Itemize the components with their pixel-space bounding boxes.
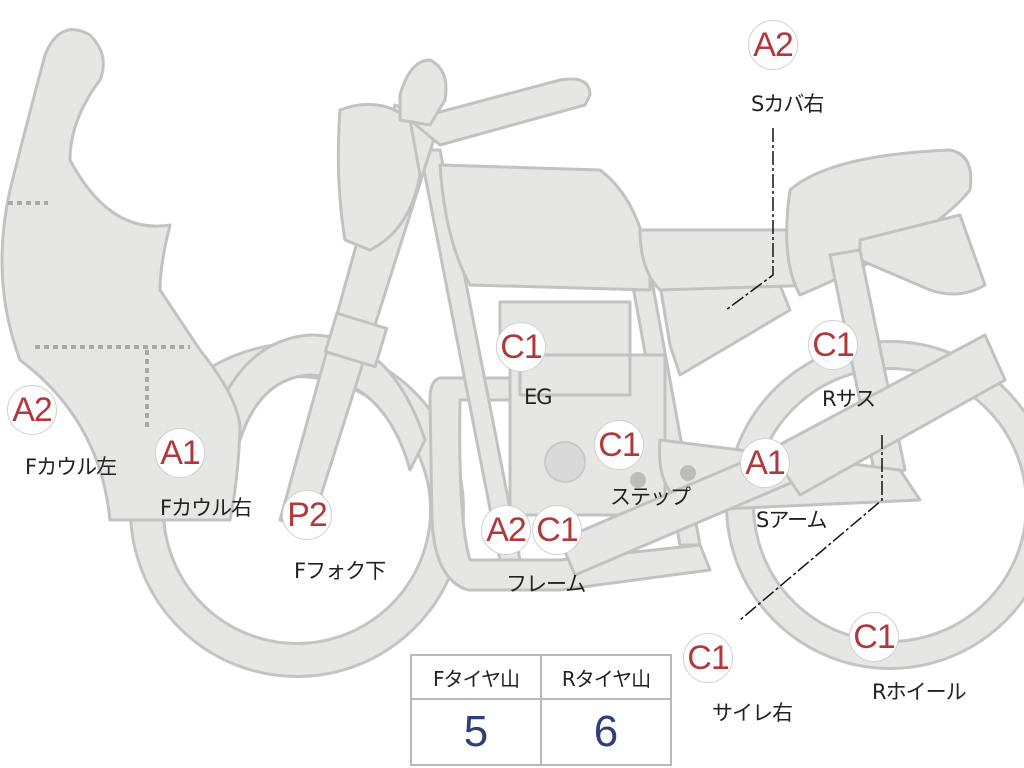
grade-badge-rear-suspension: C1 xyxy=(808,320,858,370)
front-tire-tread-header: Fタイヤ山 xyxy=(412,656,542,700)
rear-tire-tread-header: Rタイヤ山 xyxy=(542,656,670,700)
grade-badge-engine: C1 xyxy=(496,322,546,372)
part-label-engine: EG xyxy=(524,385,553,409)
mirror xyxy=(398,58,448,127)
grade-badge-swing-arm: A1 xyxy=(740,438,790,488)
rear-tire-tread-value: 6 xyxy=(593,707,619,756)
leader-lines xyxy=(725,128,883,621)
grade-badge-silencer-right: C1 xyxy=(683,633,733,683)
part-label-front-cowl-right: Fカウル右 xyxy=(160,496,252,520)
engine-cover xyxy=(544,441,586,483)
part-label-front-fork-lower: Fフォク下 xyxy=(294,559,386,583)
grade-badge-s-cover-right: A2 xyxy=(748,20,798,70)
part-label-step: ステップ xyxy=(610,485,691,509)
grade-badge-front-cowl-right: A1 xyxy=(155,428,205,478)
part-label-rear-suspension: Rサス xyxy=(822,387,876,411)
part-label-rear-wheel: Rホイール xyxy=(872,680,967,704)
headlight xyxy=(336,102,422,252)
part-label-silencer-right: サイレ右 xyxy=(712,701,793,725)
step-peg-right xyxy=(680,465,696,481)
frame-lower xyxy=(428,376,712,592)
front-cowl xyxy=(0,28,242,522)
part-label-swing-arm: Sアーム xyxy=(756,508,827,532)
frame-main xyxy=(418,148,522,562)
front-fender xyxy=(208,333,427,472)
grade-badge-frame-b: C1 xyxy=(532,505,582,555)
fuel-tank xyxy=(438,163,652,292)
grade-badge-front-fork-lower: P2 xyxy=(282,490,332,540)
silencer xyxy=(768,333,1007,497)
grade-badge-frame: A2 xyxy=(481,505,531,555)
side-cover xyxy=(658,283,792,377)
grade-badge-rear-wheel: C1 xyxy=(849,612,899,662)
step-peg-left xyxy=(630,472,646,488)
part-label-frame: フレーム xyxy=(506,572,586,596)
cowl-section-lines xyxy=(8,201,190,430)
front-tire-tread-value: 5 xyxy=(412,700,542,764)
grade-badge-step: C1 xyxy=(594,420,644,470)
tire-tread-table: Fタイヤ山 Rタイヤ山 5 6 xyxy=(410,654,672,766)
fork-lower-sleeve xyxy=(323,311,389,369)
grade-badge-front-cowl-left: A2 xyxy=(7,385,57,435)
tail xyxy=(858,213,987,296)
handlebar xyxy=(408,77,592,147)
part-label-front-cowl-left: Fカウル左 xyxy=(25,455,117,479)
part-label-s-cover-right: Sカバ右 xyxy=(751,92,824,116)
